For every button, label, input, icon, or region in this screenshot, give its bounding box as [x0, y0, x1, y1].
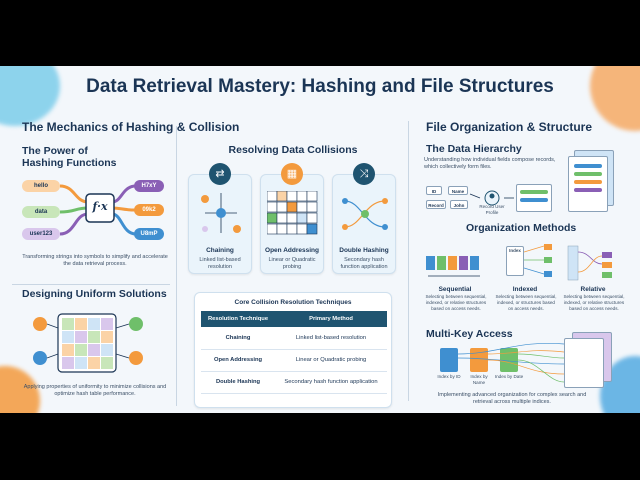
file-doc-line-4 [574, 188, 602, 192]
table-row: Open Addressing Linear or Quadratic prob… [201, 349, 387, 372]
table-header-method: Primary Method [275, 311, 387, 327]
method-relative-title: Relative [580, 286, 606, 293]
double-hashing-card[interactable]: ⤨ Double Hashing Secondary hash function… [332, 163, 396, 274]
uniform-solutions-heading: Designing Uniform Solutions [22, 288, 167, 300]
index-by-name-label: Index by Name [470, 374, 488, 385]
data-hierarchy-caption: Understanding how individual fields comp… [424, 157, 556, 171]
multikey-caption: Implementing advanced organization for c… [437, 392, 587, 406]
table-cell-technique: Chaining [201, 327, 275, 350]
collisions-heading: Resolving Data Collisions [228, 144, 358, 156]
index-by-id-label: Index by ID [437, 374, 461, 379]
data-hierarchy-heading: The Data Hierarchy [426, 143, 522, 155]
table-cell-method: Secondary hash function application [275, 371, 387, 394]
index-by-name-doc [470, 348, 488, 372]
chaining-card-title: Chaining [206, 247, 234, 254]
open-addressing-card-sub: Linear or Quadratic probing [268, 257, 316, 271]
table-cell-technique: Double Hashing [201, 371, 275, 394]
relative-blocks [567, 245, 612, 281]
chaining-card-sub: Linked list-based resolution [199, 257, 241, 271]
field-record: Record [426, 200, 446, 209]
method-sequential-title: Sequential [438, 286, 472, 293]
index-box-label: Index [509, 248, 521, 253]
left-section-heading: The Mechanics of Hashing & Collision [22, 120, 240, 134]
file-doc-line-2 [574, 172, 602, 176]
table-cell-method: Linear or Quadratic probing [275, 349, 387, 372]
open-addressing-card-title: Open Addressing [265, 247, 319, 254]
chaining-card[interactable]: ⇄ Chaining Linked list-based resolution [188, 163, 252, 274]
uniform-solutions-caption: Applying properties of uniformity to min… [23, 384, 167, 398]
double-hashing-diagram [342, 198, 388, 230]
right-section-heading: File Organization & Structure [426, 120, 593, 134]
infographic-frame: Data Retrieval Mastery: Hashing and File… [0, 66, 640, 413]
method-indexed-title: Indexed [512, 286, 538, 293]
double-hashing-card-title: Double Hashing [339, 247, 389, 254]
multikey-connections [458, 342, 565, 383]
index-by-date-label: Index by Date [494, 374, 524, 379]
field-id: ID [426, 186, 442, 195]
hash-function-diagram [59, 184, 137, 236]
record-user-profile-label: Record User Profile [479, 204, 505, 215]
page-title: Data Retrieval Mastery: Hashing and File… [86, 76, 554, 97]
open-addressing-grid [267, 191, 318, 235]
table-cell-technique: Open Addressing [201, 349, 275, 372]
hashing-functions-heading-line1: The Power of [22, 145, 88, 157]
hash-output-h7xy: H7xY [134, 180, 164, 192]
grid-icon: ▦ [281, 163, 303, 185]
hash-input-hello: hello [22, 180, 60, 192]
table-header-technique: Resolution Technique [201, 311, 275, 327]
divider-left-horizontal [12, 284, 170, 285]
divider-left [176, 126, 177, 406]
record-stack-line-blue [520, 198, 548, 202]
techniques-table-title: Core Collision Resolution Techniques [234, 299, 352, 306]
chaining-icon: ⇄ [209, 163, 231, 185]
hash-output-09k2: 09k2 [134, 204, 164, 216]
open-addressing-card[interactable]: ▦ Open Addressing Linear or Quadratic pr… [260, 163, 324, 274]
uniform-grid-illustration [33, 313, 143, 373]
sequential-blocks [426, 256, 480, 277]
hash-function-formula: f·x [92, 200, 108, 213]
organization-methods-heading: Organization Methods [466, 222, 577, 234]
divider-right [408, 121, 409, 401]
table-cell-method: Linked list-based resolution [275, 327, 387, 350]
indexed-arrows [524, 244, 552, 277]
multikey-heading: Multi-Key Access [426, 328, 513, 340]
techniques-table: Resolution Technique Primary Method Chai… [201, 311, 387, 394]
hashing-functions-caption: Transforming strings into symbols to sim… [22, 254, 168, 268]
table-row: Chaining Linked list-based resolution [201, 327, 387, 350]
table-row: Double Hashing Secondary hash function a… [201, 371, 387, 394]
chaining-diagram [201, 193, 241, 233]
hierarchy-arrows [469, 190, 514, 206]
shuffle-icon: ⤨ [353, 163, 375, 185]
hash-output-u8mp: U8mP [134, 228, 164, 240]
field-john: John [450, 200, 468, 209]
hashing-functions-heading-line2: Hashing Functions [22, 157, 117, 169]
record-stack-line-green [520, 190, 548, 194]
techniques-table-card: Core Collision Resolution Techniques Res… [194, 292, 392, 408]
field-name: Name [448, 186, 468, 195]
hash-input-user123: user123 [22, 228, 60, 240]
method-sequential-sub: Selecting between sequential, indexed, o… [425, 294, 487, 311]
index-by-date-doc [500, 348, 518, 372]
index-box [506, 246, 524, 276]
file-doc-line-3 [574, 180, 602, 184]
method-relative-sub: Selecting between sequential, indexed, o… [563, 294, 625, 311]
file-doc-line-1 [574, 164, 602, 168]
multikey-file-front [564, 338, 604, 388]
hash-input-data: data [22, 206, 60, 218]
method-indexed-sub: Selecting between sequential, indexed, o… [495, 294, 557, 311]
techniques-table-header-row: Resolution Technique Primary Method [201, 311, 387, 327]
double-hashing-card-sub: Secondary hash function application [340, 257, 388, 271]
index-by-id-doc [440, 348, 458, 372]
